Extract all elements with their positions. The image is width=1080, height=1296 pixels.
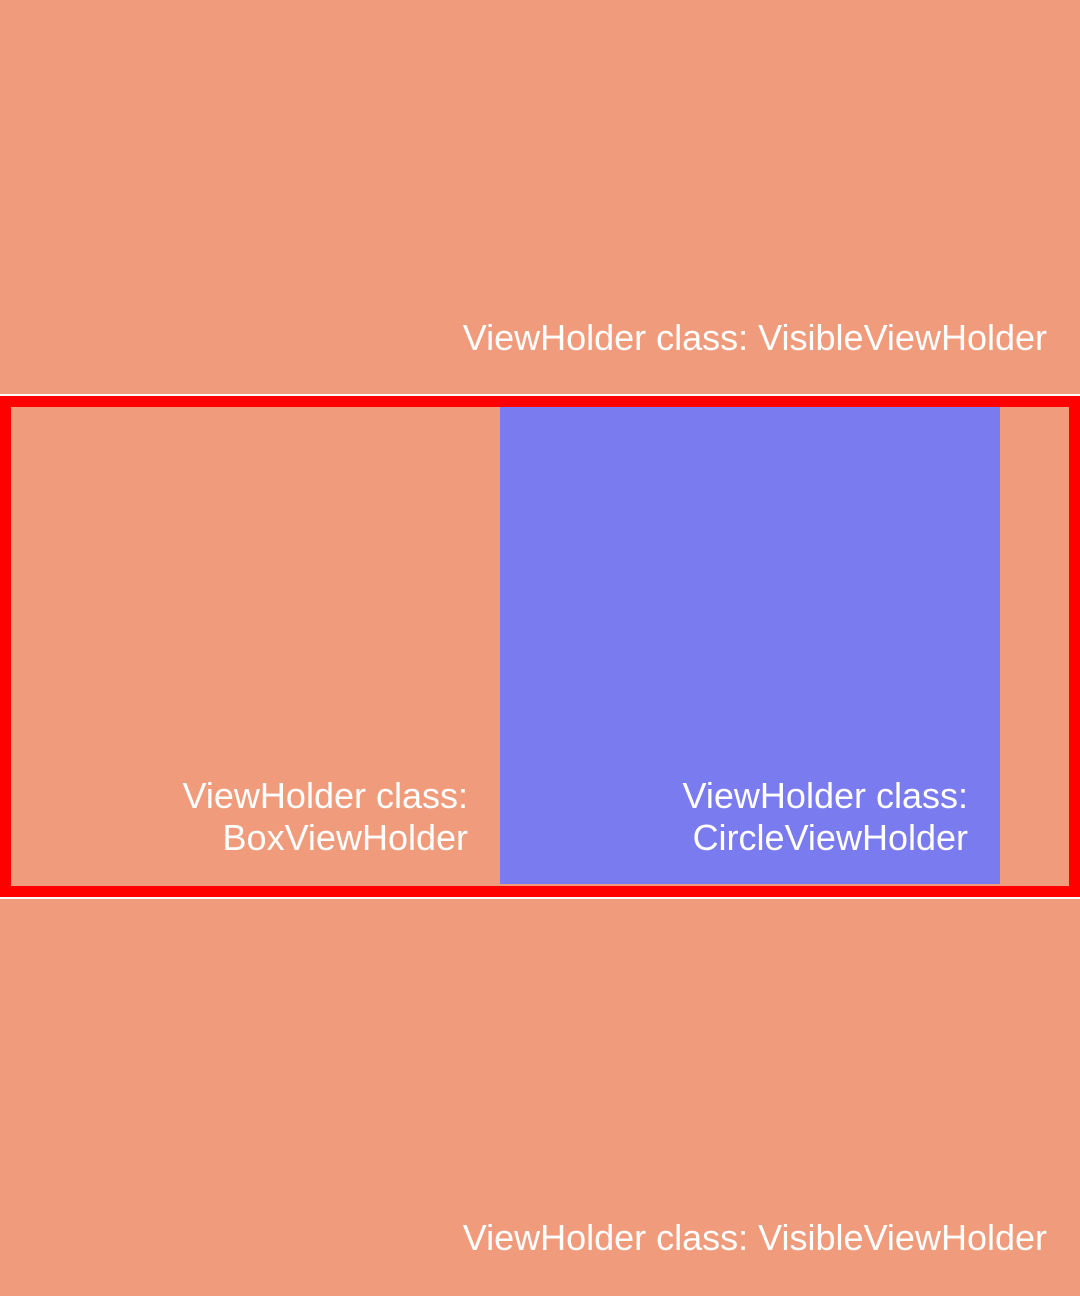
box-view-holder[interactable]: ViewHolder class: BoxViewHolder [11, 407, 500, 884]
list-item-visible-bottom[interactable]: ViewHolder class: VisibleViewHolder [0, 899, 1080, 1296]
label-line: BoxViewHolder [222, 817, 468, 858]
label-line: ViewHolder class: [682, 775, 968, 816]
circle-view-holder[interactable]: ViewHolder class: CircleViewHolder [500, 407, 1000, 884]
label-line: CircleViewHolder [692, 817, 968, 858]
list-item-nested-row[interactable]: ViewHolder class: BoxViewHolder ViewHold… [0, 396, 1080, 897]
viewholder-label: ViewHolder class: VisibleViewHolder [462, 317, 1047, 358]
list-item-visible-top[interactable]: ViewHolder class: VisibleViewHolder [0, 0, 1080, 394]
circle-viewholder-label: ViewHolder class: CircleViewHolder [683, 775, 968, 859]
box-viewholder-label: ViewHolder class: BoxViewHolder [183, 775, 468, 859]
viewholder-label: ViewHolder class: VisibleViewHolder [462, 1217, 1047, 1258]
label-line: ViewHolder class: [182, 775, 468, 816]
